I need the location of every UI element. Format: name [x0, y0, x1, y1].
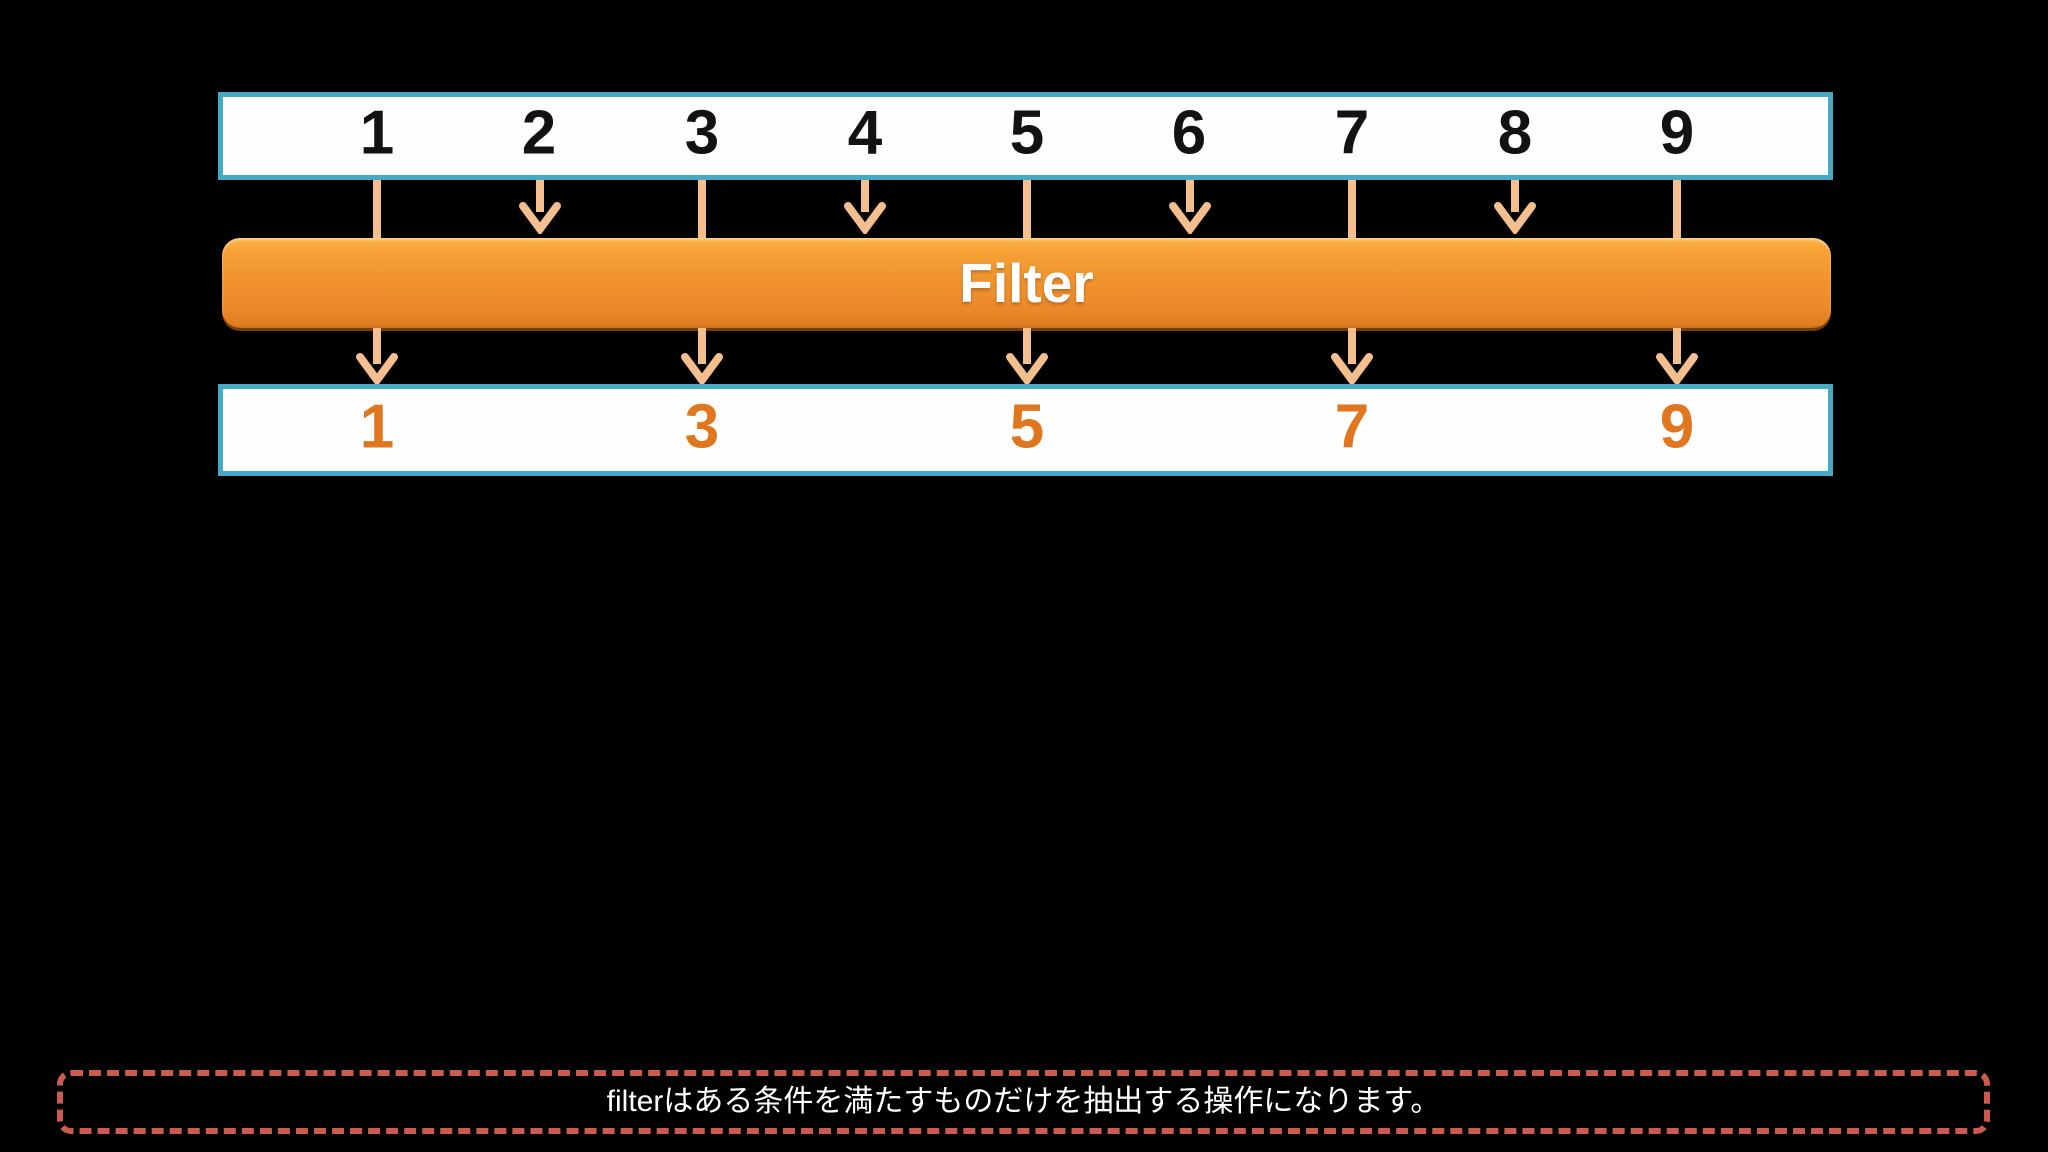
output-list-box: 1 3 5 7 9	[218, 384, 1833, 476]
arrow-down-icon	[1494, 180, 1536, 234]
pass-line-icon	[1673, 180, 1681, 240]
pass-line-icon	[1023, 180, 1031, 240]
input-item: 9	[1659, 98, 1695, 168]
input-item: 3	[684, 98, 720, 168]
input-item: 8	[1497, 98, 1533, 168]
output-item: 3	[684, 392, 720, 462]
arrow-down-icon	[356, 328, 398, 385]
arrow-down-icon	[1006, 328, 1048, 385]
input-list-box: 1 2 3 4 5 6 7 8 9	[218, 92, 1833, 180]
arrow-down-icon	[1656, 328, 1698, 385]
pass-line-icon	[698, 180, 706, 240]
arrow-down-icon	[519, 180, 561, 234]
caption-text: filterはある条件を満たすものだけを抽出する操作になります。	[606, 1085, 1441, 1118]
arrow-down-icon	[1331, 328, 1373, 385]
caption-box: filterはある条件を満たすものだけを抽出する操作になります。	[57, 1070, 1990, 1134]
output-item: 5	[1009, 392, 1045, 462]
input-item: 1	[359, 98, 395, 168]
output-item: 1	[359, 392, 395, 462]
output-item: 9	[1659, 392, 1695, 462]
input-item: 6	[1171, 98, 1207, 168]
output-item: 7	[1334, 392, 1370, 462]
arrow-down-icon	[844, 180, 886, 234]
filter-bar: Filter	[222, 238, 1831, 328]
pass-line-icon	[1348, 180, 1356, 240]
pass-line-icon	[373, 180, 381, 240]
arrow-down-icon	[681, 328, 723, 385]
arrow-down-icon	[1169, 180, 1211, 234]
input-item: 5	[1009, 98, 1045, 168]
input-item: 2	[521, 98, 557, 168]
input-item: 4	[847, 98, 883, 168]
filter-label: Filter	[959, 251, 1094, 314]
input-item: 7	[1334, 98, 1370, 168]
